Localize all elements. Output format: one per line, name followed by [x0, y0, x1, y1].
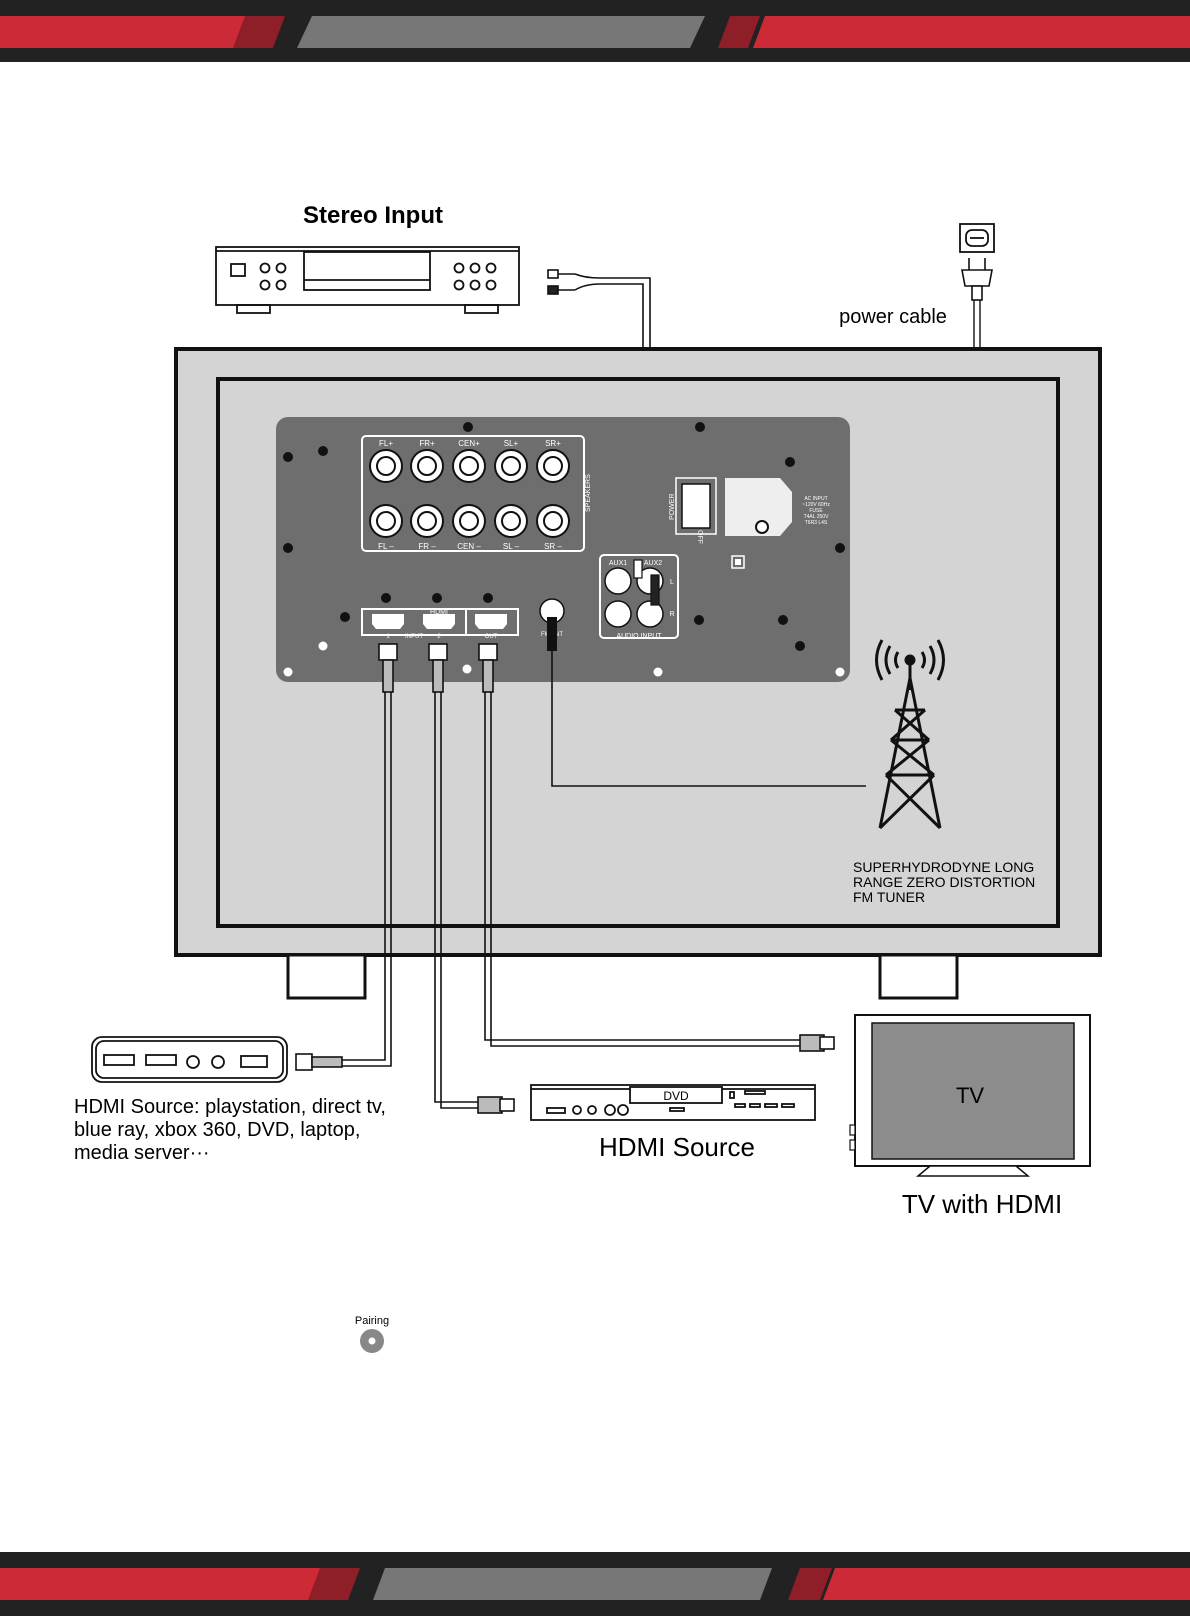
ac-input-text-3: FUSE: [809, 508, 823, 514]
hdmi-source-label: HDMI Source: [599, 1132, 755, 1162]
ac-input-text-2: ~120V 60Hz: [802, 502, 830, 508]
ac-input-text-1: AC INPUT: [804, 496, 827, 502]
hdmi-source-device: [91, 1036, 288, 1083]
audio-r-label: R: [669, 611, 674, 618]
rear-panel: FL+ FR+ CEN+ SL+ SR+ FL – FR – CEN – SL …: [276, 417, 850, 682]
hdmi-input-label: INPUT: [405, 634, 423, 640]
audio-input-label: AUDIO INPUT: [616, 633, 662, 640]
hdmi-out-label: OUT: [485, 634, 498, 640]
fr-plus-label: FR+: [419, 439, 435, 448]
on-label: ON: [696, 486, 703, 497]
hdmi-plugs: [295, 643, 835, 1114]
cen-minus-label: CEN –: [457, 542, 481, 551]
hdmi-ports: HDMI 1 INPUT 2 OUT: [361, 608, 519, 640]
hdmi-cables: [340, 651, 866, 1109]
fm-antenna-jack: FM ANT: [539, 598, 565, 651]
tv-screen-label: TV: [956, 1083, 984, 1108]
fm-antenna-tower: [875, 639, 945, 830]
hdmi-source-desc-line3: media server···: [74, 1142, 210, 1164]
tv-with-hdmi-label: TV with HDMI: [902, 1189, 1062, 1219]
sl-minus-label: SL –: [503, 542, 520, 551]
sr-minus-label: SR –: [544, 542, 562, 551]
sl-plus-label: SL+: [504, 439, 519, 448]
dvd-label: DVD: [663, 1089, 689, 1103]
cen-plus-label: CEN+: [458, 439, 480, 448]
fl-minus-label: FL –: [378, 542, 394, 551]
hdmi-label: HDMI: [430, 609, 448, 616]
tuner-label-line1: SUPERHYDRODYNE LONG: [853, 859, 1034, 875]
wall-outlet: [959, 223, 995, 253]
power-plug: [961, 258, 993, 301]
bottom-banner: [0, 1552, 1190, 1616]
ac-input: AC INPUT ~120V 60Hz FUSE T4AL 250V T6R3 …: [725, 478, 830, 569]
audio-l-label: L: [670, 579, 674, 586]
sr-plus-label: SR+: [545, 439, 561, 448]
hdmi-in2-label: 2: [437, 634, 441, 640]
hdmi-source-desc-line2: blue ray, xbox 360, DVD, laptop,: [74, 1119, 360, 1141]
off-label: OFF: [696, 530, 703, 544]
top-banner: [0, 0, 1190, 62]
speaker-terminals: FL+ FR+ CEN+ SL+ SR+ FL – FR – CEN – SL …: [361, 435, 592, 552]
fr-minus-label: FR –: [418, 542, 436, 551]
tuner-label-line3: FM TUNER: [853, 889, 925, 905]
receiver-foot-left: [286, 953, 367, 1000]
receiver-foot-right: [878, 953, 959, 1000]
audio-input-block: AUX1 AUX2 L R AUDIO INPUT: [599, 554, 679, 640]
aux2-label: AUX2: [644, 560, 662, 567]
hdmi-source-desc-line1: HDMI Source: playstation, direct tv,: [74, 1096, 386, 1118]
fl-plus-label: FL+: [379, 439, 393, 448]
television: [849, 1014, 1091, 1177]
ac-input-text-4: T4AL 250V: [804, 514, 829, 520]
pairing-button[interactable]: [360, 1329, 384, 1353]
power-cable-label: power cable: [839, 306, 947, 328]
aux1-label: AUX1: [609, 560, 627, 567]
stereo-player: [215, 246, 520, 314]
stereo-input-title: Stereo Input: [303, 202, 443, 229]
ac-inlet: [755, 520, 769, 534]
hdmi-in1-label: 1: [386, 634, 390, 640]
speakers-label: SPEAKERS: [585, 474, 592, 512]
power-label: POWER: [669, 494, 676, 520]
dvd-player: [530, 1084, 816, 1121]
tuner-label-line2: RANGE ZERO DISTORTION: [853, 874, 1035, 890]
ac-input-text-5: T6R3 L4S: [805, 520, 828, 526]
pairing-label: Pairing: [355, 1315, 389, 1327]
power-switch: POWER ON OFF: [669, 477, 717, 544]
